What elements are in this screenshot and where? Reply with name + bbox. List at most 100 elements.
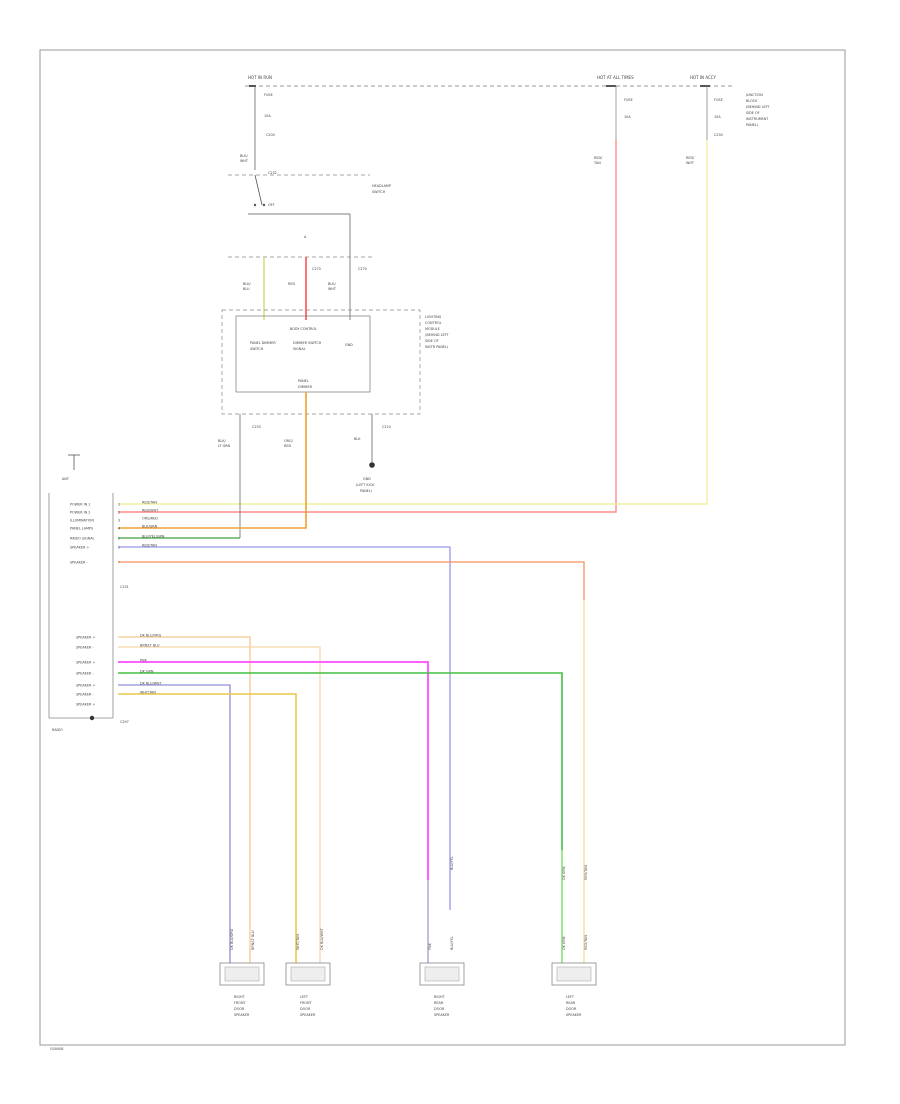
svg-text:MODULE: MODULE: [425, 327, 440, 331]
radio-pin-label: SPEAKER +: [76, 703, 95, 707]
power-source-hot-times: HOT AT ALL TIMES FUSE 10A RED/ TAN: [593, 75, 634, 165]
radio-pin-label: POWER IN 1: [70, 503, 90, 507]
wire-yellow: [118, 140, 708, 505]
svg-text:FUSE: FUSE: [624, 98, 633, 102]
speaker-wire-label: BRN/LT BLU: [140, 644, 160, 648]
svg-text:DK GRN: DK GRN: [562, 936, 566, 950]
speaker-label-line: RIGHT: [434, 995, 446, 999]
radio-pin-label: SPEAKER -: [76, 693, 94, 697]
speaker-label-line: DOOR: [300, 1007, 311, 1011]
svg-text:BLU/YEL: BLU/YEL: [450, 856, 454, 870]
svg-text:C270: C270: [358, 267, 367, 271]
svg-text:C232: C232: [268, 171, 277, 175]
svg-text:C233: C233: [252, 425, 261, 429]
radio-pin-label: SPEAKER +: [70, 546, 89, 550]
svg-text:BRN/LT BLU: BRN/LT BLU: [251, 930, 255, 950]
svg-text:BLK/: BLK/: [243, 282, 251, 286]
svg-text:C231: C231: [120, 585, 129, 589]
svg-text:PANEL DIMMER: PANEL DIMMER: [250, 341, 276, 345]
svg-text:RED/TAN: RED/TAN: [584, 865, 588, 880]
svg-text:HOT IN RUN: HOT IN RUN: [248, 75, 272, 80]
wire-label: RED/TAN: [142, 544, 157, 548]
wire-orange-red: [118, 392, 307, 529]
svg-text:RED: RED: [288, 282, 295, 286]
lighting-control-module: BODY CONTROL PANEL DIMMER SWITCH DIMMER …: [221, 309, 449, 415]
svg-text:FUSE: FUSE: [714, 98, 723, 102]
svg-text:C297: C297: [120, 720, 129, 724]
svg-text:TAN: TAN: [593, 161, 601, 165]
speaker-wire-label: WHT/TAN: [140, 691, 156, 695]
svg-text:SIDE OF: SIDE OF: [746, 111, 760, 115]
speaker-label-line: DOOR: [434, 1007, 445, 1011]
speaker-label-line: FRONT: [234, 1001, 247, 1005]
svg-text:10A: 10A: [624, 115, 631, 119]
speaker-label-line: DOOR: [566, 1007, 577, 1011]
svg-text:INSTRUMENT: INSTRUMENT: [746, 117, 769, 121]
speaker-label-line: SPEAKER: [434, 1013, 450, 1017]
svg-text:HEADLAMP: HEADLAMP: [372, 184, 391, 188]
svg-text:BLK: BLK: [354, 437, 361, 441]
svg-text:BLK/: BLK/: [328, 282, 336, 286]
svg-text:WHT/TAN: WHT/TAN: [296, 934, 300, 950]
svg-text:GND: GND: [363, 477, 371, 481]
svg-text:SIGNAL: SIGNAL: [293, 347, 306, 351]
wire-red-tan: [118, 140, 617, 513]
speaker-wire-label: DK BLU/ORG: [140, 634, 162, 638]
svg-text:CONTROL: CONTROL: [425, 321, 442, 325]
wire-speaker-blue: [118, 684, 231, 970]
svg-text:BLU: BLU: [243, 287, 250, 291]
wire-speaker-1: [118, 636, 251, 970]
wire-label: RED/TAN: [142, 501, 157, 505]
radio-pin-label: SPEAKER +: [76, 636, 95, 640]
svg-text:BODY CONTROL: BODY CONTROL: [290, 327, 317, 331]
radio-pin-number: 2: [118, 511, 120, 515]
speaker-label-line: FRONT: [300, 1001, 313, 1005]
svg-text:PANEL): PANEL): [360, 489, 373, 493]
svg-text:A: A: [304, 235, 307, 239]
junction-block-label: JUNCTION BLOCK (BEHIND LEFT SIDE OF INST…: [745, 93, 770, 127]
svg-text:C210: C210: [382, 425, 391, 429]
power-source-hot-accy: HOT IN ACCY FUSE 10A C230 RED/ WHT: [686, 75, 723, 165]
svg-text:HOT AT ALL TIMES: HOT AT ALL TIMES: [597, 75, 634, 80]
svg-text:(BEHIND LEFT: (BEHIND LEFT: [425, 333, 449, 337]
speaker-label-line: SPEAKER: [234, 1013, 250, 1017]
svg-text:C200: C200: [266, 133, 275, 137]
wire-label: BLK/GRN: [142, 525, 158, 529]
svg-text:C230: C230: [714, 133, 723, 137]
svg-text:INSTR PANEL): INSTR PANEL): [425, 345, 449, 349]
footer-code: G00008: [50, 1047, 63, 1051]
diagram-frame: [39, 49, 846, 1046]
svg-text:BLK/: BLK/: [218, 439, 226, 443]
speaker-wire-labels: DK BLU/ORG BRN/LT BLU WHT/TAN DK BLU/WHT…: [230, 856, 588, 950]
speaker-label-line: REAR: [434, 1001, 444, 1005]
speaker-wire-label: DK GRN: [140, 670, 154, 674]
radio-pin-number: 1: [118, 503, 120, 507]
radio-pin-label: POWER IN 2: [70, 511, 90, 515]
svg-text:15A: 15A: [264, 114, 271, 118]
svg-text:PANEL: PANEL: [298, 379, 309, 383]
radio-pin-label: SPEAKER +: [76, 661, 95, 665]
svg-text:DK GRN: DK GRN: [562, 866, 566, 880]
svg-text:PNK: PNK: [428, 942, 432, 950]
wire-blue-purple: [118, 546, 451, 910]
radio-pin-label: RADIO SIGNAL: [70, 537, 95, 541]
radio-pin-label: PANEL LAMPS: [70, 527, 93, 531]
svg-text:DIMMER SWITCH: DIMMER SWITCH: [293, 341, 322, 345]
svg-text:RED/: RED/: [594, 156, 603, 160]
svg-text:HOT IN ACCY: HOT IN ACCY: [690, 75, 716, 80]
speaker-label-line: DOOR: [234, 1007, 245, 1011]
svg-text:10A: 10A: [714, 115, 721, 119]
svg-text:JUNCTION: JUNCTION: [745, 93, 763, 97]
speaker-label-line: REAR: [566, 1001, 576, 1005]
wire-label: ORG/RED: [142, 517, 158, 521]
svg-text:LIGHTING: LIGHTING: [425, 315, 442, 319]
wire-label: RED/WHT: [142, 509, 159, 513]
power-source-hot-run: HOT IN RUN FUSE 15A C200 BLK/ WHT: [240, 75, 275, 170]
radio-ground-icon: [89, 715, 95, 721]
speaker-rr: RIGHT REAR DOOR SPEAKER: [419, 962, 465, 1017]
speaker-label-line: LEFT: [566, 995, 575, 999]
